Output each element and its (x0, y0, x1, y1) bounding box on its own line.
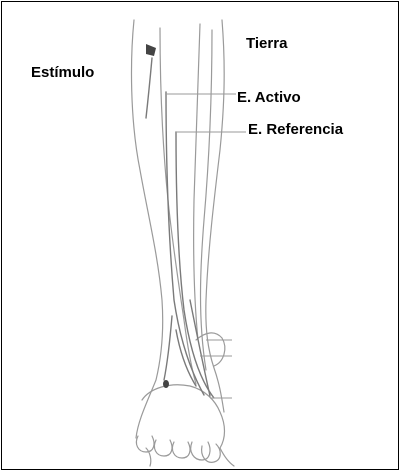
toe-3 (172, 442, 190, 458)
stim-lead (146, 58, 152, 118)
toe-4 (191, 442, 210, 460)
leg-outline-right (206, 20, 224, 412)
nerve-lead-1 (166, 92, 204, 395)
nerve-lead-3 (164, 316, 172, 380)
nerve-lead-4 (176, 330, 196, 386)
label-e-activo: E. Activo (237, 90, 301, 105)
toe-1 (136, 436, 154, 452)
label-estimulo: Estímulo (31, 65, 94, 80)
label-tierra: Tierra (246, 36, 287, 51)
toe-2 (154, 440, 172, 456)
label-e-referencia: E. Referencia (248, 122, 343, 137)
stimulus-electrode (146, 44, 156, 56)
shin-line-1 (160, 28, 196, 384)
toe-5 (202, 444, 221, 462)
foot-outline (142, 385, 225, 448)
foot-line-2 (220, 448, 234, 466)
shin-line-2 (194, 24, 200, 340)
ankle-electrode (163, 380, 169, 388)
leg-outline-left (132, 20, 163, 438)
